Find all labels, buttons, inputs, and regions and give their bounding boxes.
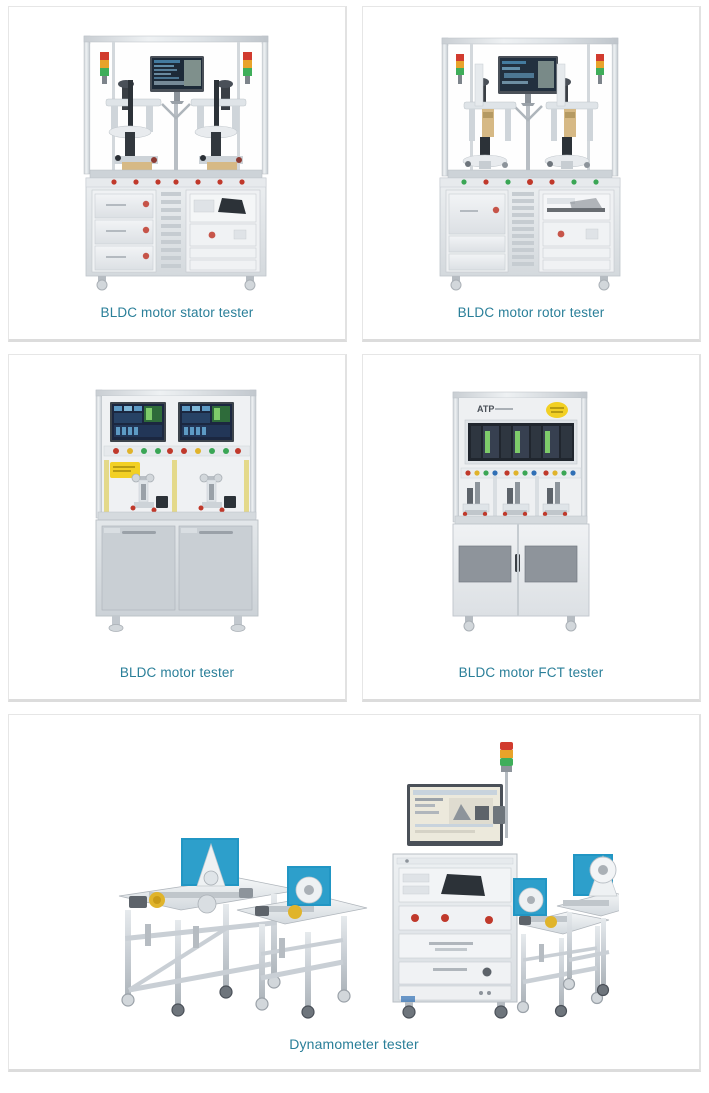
machine-illustration-rotor-tester xyxy=(439,37,621,291)
cabinet-window-left xyxy=(458,545,512,583)
gallery-row-3: Dynamometer tester xyxy=(8,714,701,1072)
product-image-bldc-motor-rotor-tester[interactable] xyxy=(363,7,699,305)
product-image-bldc-motor-stator-tester[interactable] xyxy=(9,7,345,305)
product-caption: Dynamometer tester xyxy=(289,1036,419,1053)
hmi-monitor-right xyxy=(178,401,234,442)
dyno-monitor xyxy=(407,783,505,846)
product-caption: BLDC motor stator tester xyxy=(100,304,254,320)
fct-fixture-2 xyxy=(502,481,530,517)
hmi-monitor xyxy=(150,55,204,104)
brand-text: ATP xyxy=(477,404,494,414)
product-image-bldc-motor-fct-tester[interactable]: ATP xyxy=(363,355,699,665)
tower-light-right xyxy=(243,51,252,84)
product-card-dynamometer-tester[interactable]: Dynamometer tester xyxy=(8,714,701,1072)
rack-button-2 xyxy=(441,913,449,922)
tower-light-right xyxy=(596,53,604,84)
rack-button-3 xyxy=(485,915,493,924)
warning-badge xyxy=(546,401,568,418)
indicator-lights-station-3 xyxy=(543,470,576,476)
machine-illustration-stator-tester xyxy=(83,35,269,291)
hmi-monitor xyxy=(498,55,558,106)
tower-light-left xyxy=(456,53,464,84)
machine-illustration-fct-tester: ATP xyxy=(452,391,590,632)
tower-light-red xyxy=(500,741,513,750)
product-image-dynamometer-tester[interactable] xyxy=(9,715,699,1036)
vent-slots xyxy=(512,191,534,266)
test-station-left xyxy=(462,63,517,169)
dyno-bench-4 xyxy=(556,853,619,996)
cabinet-window-right xyxy=(524,545,578,583)
product-card-bldc-motor-stator-tester[interactable]: BLDC motor stator tester xyxy=(8,6,347,342)
gallery-row-2: BLDC motor tester xyxy=(8,354,701,702)
tower-light-green xyxy=(500,757,513,766)
product-card-bldc-motor-rotor-tester[interactable]: BLDC motor rotor tester xyxy=(362,6,701,342)
emergency-button-row xyxy=(461,178,599,185)
hmi-monitor-left xyxy=(110,401,166,442)
rack-button-1 xyxy=(411,913,419,922)
test-fixture-right xyxy=(198,473,236,513)
product-card-bldc-motor-tester[interactable]: BLDC motor tester xyxy=(8,354,347,702)
dyno-bench-2 xyxy=(236,865,368,1019)
indicator-lights-right xyxy=(181,447,241,454)
tower-light-left xyxy=(100,51,109,84)
machine-illustration-dynamometer xyxy=(118,741,619,1019)
test-station-right xyxy=(544,63,599,169)
cabinet-door-right xyxy=(178,525,253,611)
fct-fixture-1 xyxy=(462,481,490,517)
indicator-lights-station-1 xyxy=(465,470,498,476)
fct-display-columns xyxy=(471,425,572,458)
product-caption: BLDC motor tester xyxy=(119,664,235,680)
cabinet-door-left xyxy=(101,525,176,611)
indicator-lights-left xyxy=(113,447,173,454)
product-image-bldc-motor-tester[interactable] xyxy=(9,355,345,665)
vent-slots xyxy=(161,191,181,268)
test-fixture-left xyxy=(130,473,168,513)
tower-light-amber xyxy=(500,749,513,758)
test-station-right xyxy=(190,79,247,170)
tower-mast xyxy=(505,741,508,838)
gallery-row-1: BLDC motor stator tester xyxy=(8,6,701,342)
control-rack xyxy=(392,741,518,1019)
dyno-bench-1 xyxy=(118,837,300,1017)
machine-illustration-bldc-tester xyxy=(95,389,259,632)
emergency-button-row xyxy=(111,179,245,185)
product-caption: BLDC motor FCT tester xyxy=(458,664,604,680)
product-card-bldc-motor-fct-tester[interactable]: ATP xyxy=(362,354,701,702)
fct-fixture-3 xyxy=(542,481,570,517)
product-caption: BLDC motor rotor tester xyxy=(457,304,605,320)
dyno-bench-3 xyxy=(513,877,610,1017)
test-station-left xyxy=(105,79,162,170)
indicator-lights-station-2 xyxy=(504,470,537,476)
